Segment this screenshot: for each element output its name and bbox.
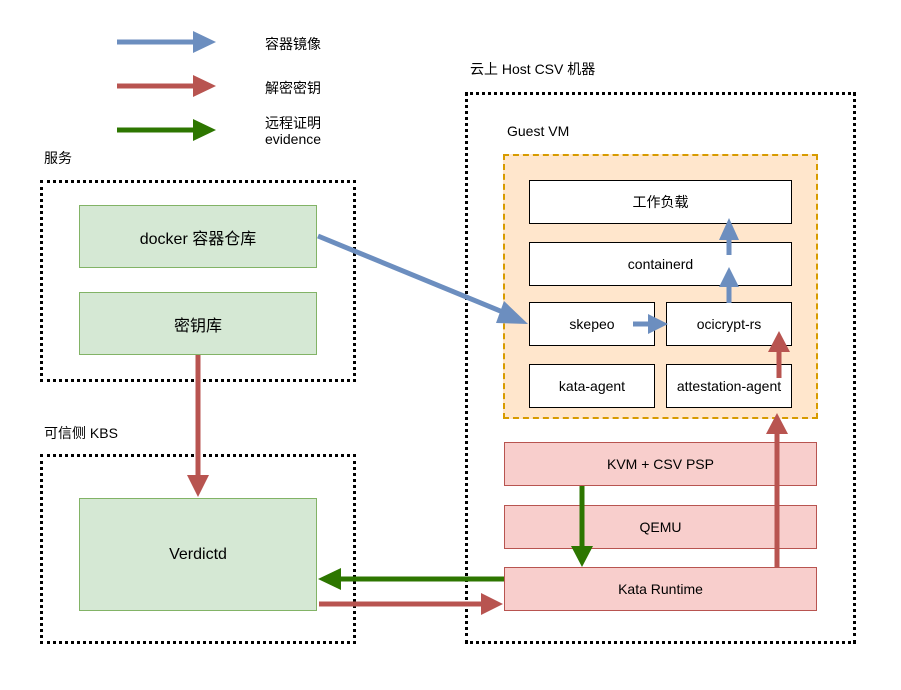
- verdictd-box[interactable]: Verdictd: [79, 498, 317, 611]
- qemu-box[interactable]: QEMU: [504, 505, 817, 549]
- legend-arrow-image: [117, 31, 216, 53]
- legend-arrow-key: [117, 75, 216, 97]
- legend-label-evidence: 远程证明: [265, 115, 321, 131]
- ocicrypt-rs-box[interactable]: ocicrypt-rs: [666, 302, 792, 346]
- host-group-title: 云上 Host CSV 机器: [470, 61, 596, 77]
- legend-label-key: 解密密钥: [265, 80, 321, 96]
- host-group: [465, 92, 856, 644]
- containerd-box[interactable]: containerd: [529, 242, 792, 286]
- legend-arrow-evidence: [117, 119, 216, 141]
- kata-runtime-box[interactable]: Kata Runtime: [504, 567, 817, 611]
- legend-sublabel-evidence: evidence: [265, 131, 322, 147]
- docker-registry-box[interactable]: docker 容器仓库: [79, 205, 317, 268]
- kata-agent-box[interactable]: kata-agent: [529, 364, 655, 408]
- kvm-csv-psp-box[interactable]: KVM + CSV PSP: [504, 442, 817, 486]
- guest-vm-title: Guest VM: [507, 123, 570, 139]
- key-store-box[interactable]: 密钥库: [79, 292, 317, 355]
- skepeo-box[interactable]: skepeo: [529, 302, 655, 346]
- attestation-agent-box[interactable]: attestation-agent: [666, 364, 792, 408]
- kbs-group-title: 可信侧 KBS: [44, 425, 118, 441]
- legend-label-image: 容器镜像: [265, 36, 321, 52]
- workload-box[interactable]: 工作负载: [529, 180, 792, 224]
- services-group-title: 服务: [44, 150, 72, 166]
